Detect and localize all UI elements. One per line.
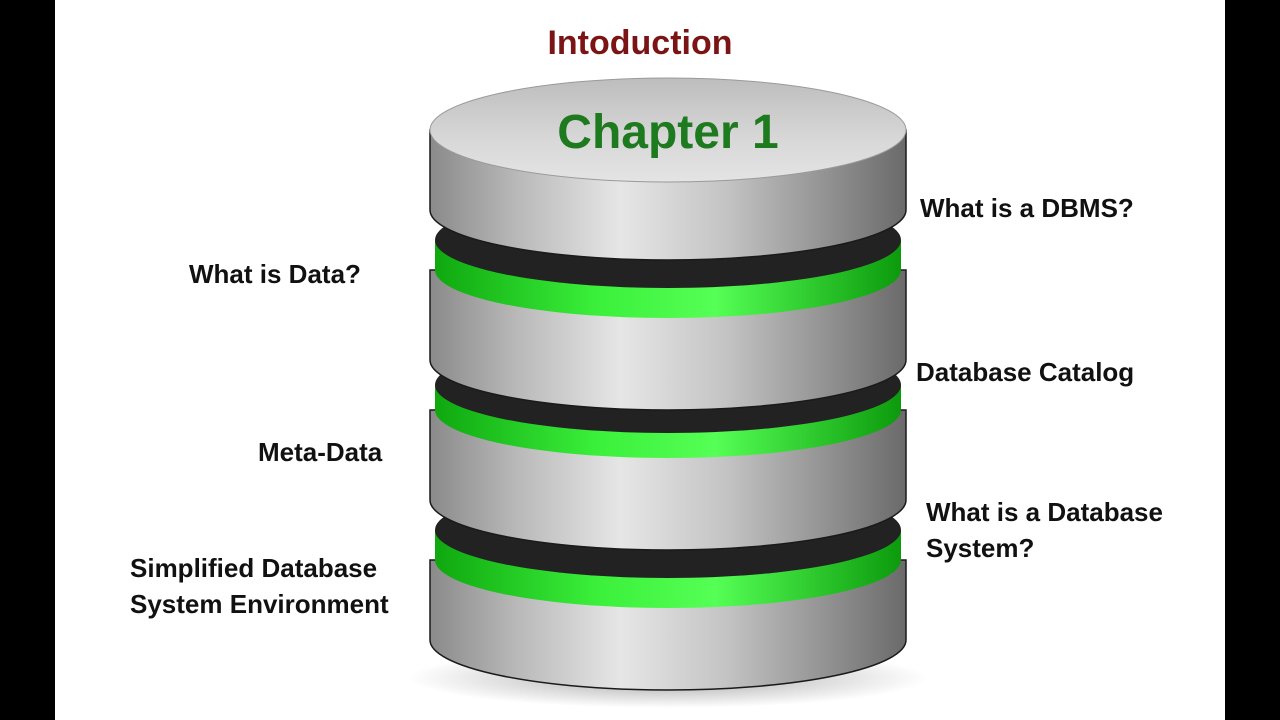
topic-what-is-a-database-system: What is a Database System? xyxy=(926,497,1163,563)
topic-meta-data: Meta-Data xyxy=(258,437,383,467)
topic-database-catalog: Database Catalog xyxy=(916,357,1135,387)
database-cylinder-icon: Chapter 1 xyxy=(408,77,928,708)
chapter-label: Chapter 1 xyxy=(557,106,778,159)
topic-what-is-data: What is Data? xyxy=(189,259,361,289)
topic-simplified-database-system-environment: Simplified Database System Environment xyxy=(130,553,389,619)
slide-title: Intoduction xyxy=(547,24,733,62)
slide-canvas: Intoduction xyxy=(55,0,1225,720)
topic-what-is-a-dbms: What is a DBMS? xyxy=(920,193,1134,223)
